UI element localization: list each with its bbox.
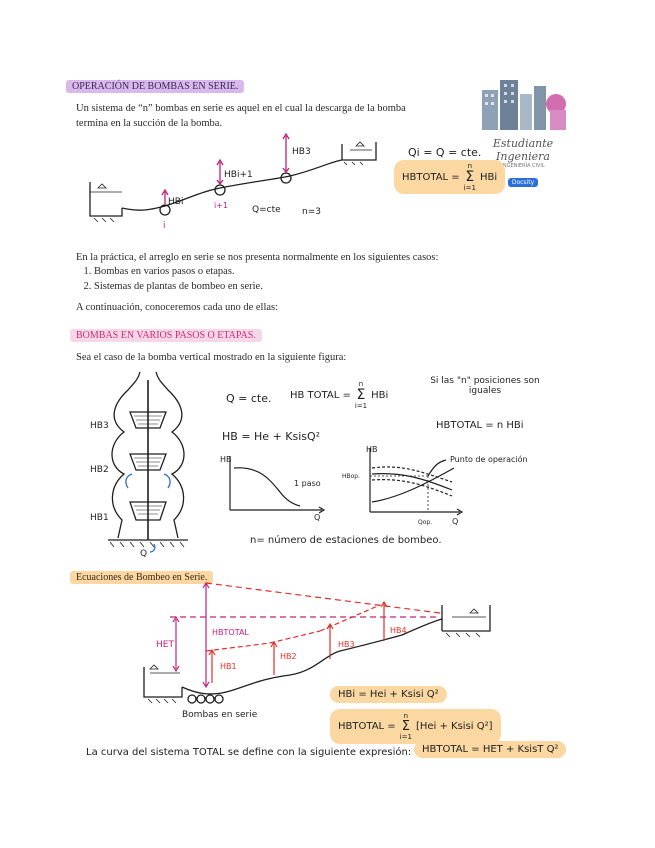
practice-list: Bombas en varios pasos o etapas. Sistema… [76, 264, 554, 294]
eq-q-constant: Qi = Q = cte. [408, 146, 482, 159]
eq-sum-bottom: i=1 [463, 184, 476, 192]
practice-next: A continuación, conoceremos cada uno de … [76, 302, 279, 313]
label-q: Q=cte [252, 205, 281, 215]
graph-operation-point: HB Q HBop. Qop. Punto de operación [342, 445, 528, 526]
label-q: Q [140, 549, 147, 559]
left-reservoir [89, 182, 123, 217]
pump-i [159, 204, 171, 216]
pump-casing-left [111, 371, 141, 539]
pipe-line [121, 159, 343, 211]
formula-total-curve: HBTOTAL = HET + KsisT Q² [414, 741, 567, 758]
docsity-badge: Docsity [507, 178, 539, 187]
practice-intro: En la práctica, el arreglo en serie se n… [76, 252, 439, 263]
sum-icon: Σ [401, 719, 410, 734]
intro-paragraph: Un sistema de “n” bombas en serie es aqu… [76, 103, 406, 129]
logo-brand: Estudiante Ingeniera [492, 137, 554, 163]
section-title-text: OPERACIÓN DE BOMBAS EN SERIE. [66, 80, 245, 93]
label-hbtotal: HBTOTAL [212, 628, 249, 637]
list-item: Sistemas de plantas de bombeo en serie. [94, 279, 554, 294]
series-pumps-diagram: HBi i HBi+1 i+1 HB3 Q=cte n=3 [89, 132, 377, 231]
total-head-line [205, 582, 441, 614]
note-total-n: HBTOTAL = n HBi [436, 420, 524, 431]
section-title-equations: Ecuaciones de Bombeo en Serie. [70, 567, 214, 585]
eq-sum-top: n [467, 162, 473, 170]
graph1-x: Q [314, 513, 320, 522]
graph2-x: Q [452, 517, 458, 526]
series-pumping-diagram: HET HBTOTAL HB1 HB2 HB3 HB4 Bombas en se… [143, 581, 491, 720]
stage-2 [129, 453, 167, 471]
graph1-label: 1 paso [294, 479, 321, 488]
label-pumps: Bombas en serie [182, 710, 258, 720]
label-hb4: HB4 [390, 626, 407, 635]
graph2-hbop: HBop. [342, 473, 360, 480]
graph-one-stage: HB Q 1 paso [220, 455, 326, 522]
section-title-steps: BOMBAS EN VARIOS PASOS O ETAPAS. [70, 325, 262, 343]
sum-icon: Σ [356, 387, 366, 403]
eq-sum-bottom: i=1 [354, 402, 368, 410]
label-hbi: HBi [168, 197, 183, 207]
logo: Estudiante Ingeniera INGENIERÍA CIVIL Do… [468, 72, 578, 187]
section-title-text: Ecuaciones de Bombeo en Serie. [70, 571, 214, 584]
label-hb3: HB3 [338, 640, 355, 649]
eq-hbtotal-right: HBi [479, 171, 498, 183]
label-hb2: HB2 [280, 652, 297, 661]
f2-left: HBTOTAL = [338, 721, 396, 732]
f2-sum-top: n [403, 712, 409, 720]
f2-sum-bottom: i=1 [399, 733, 412, 741]
eq-total-right: HBi [371, 389, 389, 401]
eq-hbtotal-sum: HB TOTAL = n Σ i=1 HBi [290, 380, 388, 410]
label-n: n=3 [302, 207, 321, 217]
f2-right: [Hei + Ksisi Q²] [415, 721, 493, 732]
pump-i1 [214, 184, 226, 196]
label-hb1: HB1 [90, 513, 109, 523]
formula-hbtotal-sum: HBTOTAL = n Σ i=1 [Hei + Ksisi Q²] [330, 709, 501, 744]
formula-hbi: HBi = Hei + Ksisi Q² [330, 686, 447, 703]
eq-hbtotal-box: HBTOTAL = n Σ i=1 HBi [394, 160, 506, 194]
section-title-text: BOMBAS EN VARIOS PASOS O ETAPAS. [70, 329, 262, 342]
note-equal-positions: Si las "n" posiciones son iguales [430, 376, 540, 396]
logo-subtitle: INGENIERÍA CIVIL [501, 163, 545, 169]
n-note: n= número de estaciones de bombeo. [250, 535, 442, 546]
label-i: i [163, 221, 166, 231]
stage-3 [129, 411, 167, 429]
buildings-icon [482, 80, 566, 130]
multistage-pump-diagram: HB3 HB2 HB1 Q [90, 371, 188, 559]
section2-intro: Sea el caso de la bomba vertical mostrad… [76, 352, 347, 363]
curve-text: La curva del sistema TOTAL se define con… [86, 747, 412, 758]
sum-icon: Σ [465, 169, 475, 185]
pipe-line [181, 618, 443, 695]
pump-3 [280, 172, 292, 184]
label-hb3: HB3 [90, 421, 109, 431]
label-hb2: HB2 [90, 465, 109, 475]
label-i1: i+1 [214, 201, 228, 210]
stage-1 [129, 501, 167, 521]
label-hb1: HB1 [220, 662, 237, 671]
graph2-y: HB [366, 445, 378, 454]
eq-sum-top: n [358, 380, 364, 388]
right-reservoir [341, 142, 377, 161]
list-item: Bombas en varios pasos o etapas. [94, 264, 554, 279]
eq-hb: HB = He + KsisQ² [222, 430, 321, 443]
graph2-qop: Qop. [418, 519, 432, 526]
section-title-series: OPERACIÓN DE BOMBAS EN SERIE. [66, 76, 245, 94]
eq-hbtotal-left: HBTOTAL = [402, 171, 460, 183]
label-het: HET [156, 640, 174, 650]
graph1-y: HB [220, 455, 232, 464]
graph2-point: Punto de operación [450, 454, 528, 464]
eq-total-left: HB TOTAL = [290, 389, 351, 401]
label-hbi1: HBi+1 [224, 170, 253, 180]
label-hb3: HB3 [292, 147, 311, 157]
eq-q-cte: Q = cte. [226, 392, 272, 405]
pump-casing-right [155, 371, 185, 539]
